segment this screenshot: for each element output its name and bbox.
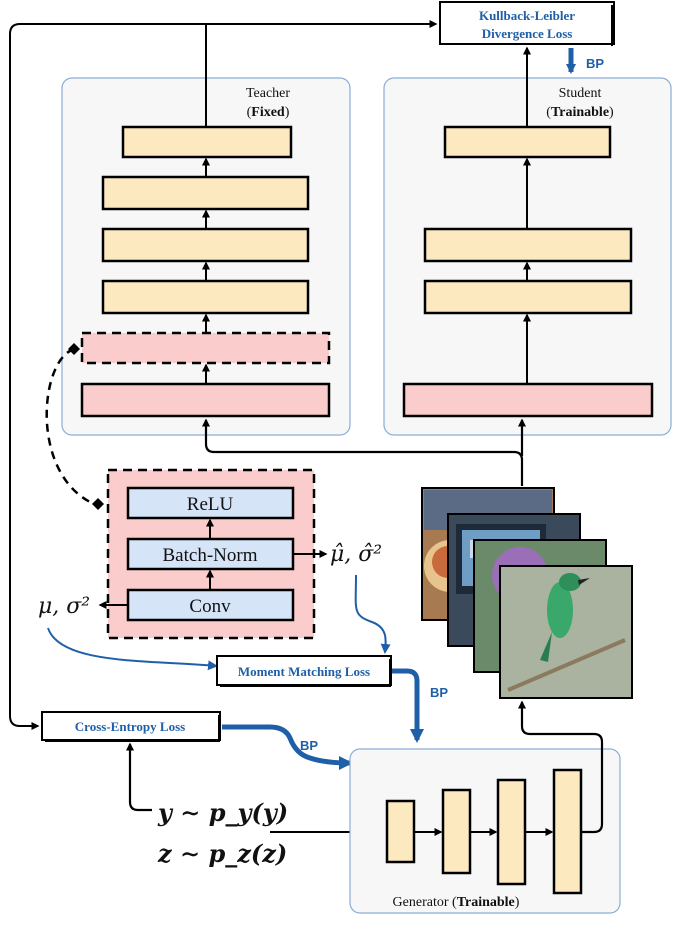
relu-label: ReLU — [187, 494, 234, 515]
bn-block: ReLU Batch-Norm Conv — [106, 468, 316, 640]
generator-label: Generator (Trainable) — [393, 895, 520, 910]
student-panel: Student (Trainable) — [383, 77, 672, 436]
batch-norm-box — [126, 537, 295, 571]
generator-layer-3 — [496, 778, 527, 886]
teacher-layer-6 — [121, 125, 293, 159]
kl-loss-line1: Kullback-Leibler — [479, 8, 575, 23]
images-to-teacher-arrow — [202, 418, 524, 486]
moment-matching-label: Moment Matching Loss — [238, 664, 370, 679]
cross-entropy-box: Cross-Entropy Loss — [41, 711, 221, 742]
student-status: (Trainable) — [546, 105, 614, 120]
running-stats: μ, σ² — [38, 594, 90, 619]
kl-loss-line2: Divergence Loss — [482, 26, 573, 41]
mm-bp-arrow — [392, 668, 424, 743]
conv-box — [126, 588, 295, 622]
estimated-stats: μ̂, σ̂² — [330, 542, 382, 567]
teacher-layer-4 — [101, 227, 310, 263]
kl-loss-box: Kullback-Leibler Divergence Loss — [439, 1, 615, 46]
teacher-layer-3 — [101, 279, 310, 315]
student-layer-2 — [423, 279, 633, 315]
estimated-stats-to-mm-arrow — [354, 574, 391, 654]
connector-diamond-top — [68, 343, 80, 355]
student-layer-3 — [423, 227, 633, 263]
teacher-panel: Teacher (Fixed) — [61, 77, 351, 436]
cross-entropy-label: Cross-Entropy Loss — [75, 719, 185, 734]
generator-to-images-arrow — [518, 700, 604, 834]
y-distribution: y ∼ p_y(y) — [157, 798, 288, 827]
connector-diamond-bottom — [92, 498, 104, 510]
generator-layer-4 — [552, 768, 583, 895]
batch-norm-label: Batch-Norm — [163, 545, 258, 566]
teacher-layer-1 — [80, 382, 331, 418]
generator-panel: Generator (Trainable) — [349, 748, 621, 914]
student-label: Student — [559, 86, 602, 101]
teacher-to-ce-arrow — [9, 22, 207, 730]
mm-bp-label: BP — [430, 685, 448, 700]
generator-layer-2 — [441, 788, 472, 875]
ce-bp-label: BP — [300, 738, 318, 753]
bn-layer-connector — [45, 347, 103, 506]
student-layer-1 — [402, 382, 654, 418]
y-to-ce-arrow — [126, 742, 152, 812]
teacher-bn-layer — [80, 331, 331, 365]
z-distribution: z ∼ p_z(z) — [157, 839, 287, 868]
relu-box — [126, 486, 295, 520]
conv-label: Conv — [189, 596, 231, 617]
generator-layer-1 — [385, 799, 416, 864]
teacher-status: (Fixed) — [247, 105, 290, 120]
student-layer-4 — [443, 125, 612, 159]
kl-bp-label: BP — [586, 56, 604, 71]
moment-matching-box: Moment Matching Loss — [216, 655, 392, 687]
ce-bp-arrow — [222, 724, 353, 770]
teacher-layer-5 — [101, 175, 310, 211]
generated-image-bird — [499, 565, 633, 699]
teacher-label: Teacher — [246, 86, 290, 101]
generated-images — [421, 487, 633, 699]
running-stats-to-mm-arrow — [47, 627, 218, 671]
